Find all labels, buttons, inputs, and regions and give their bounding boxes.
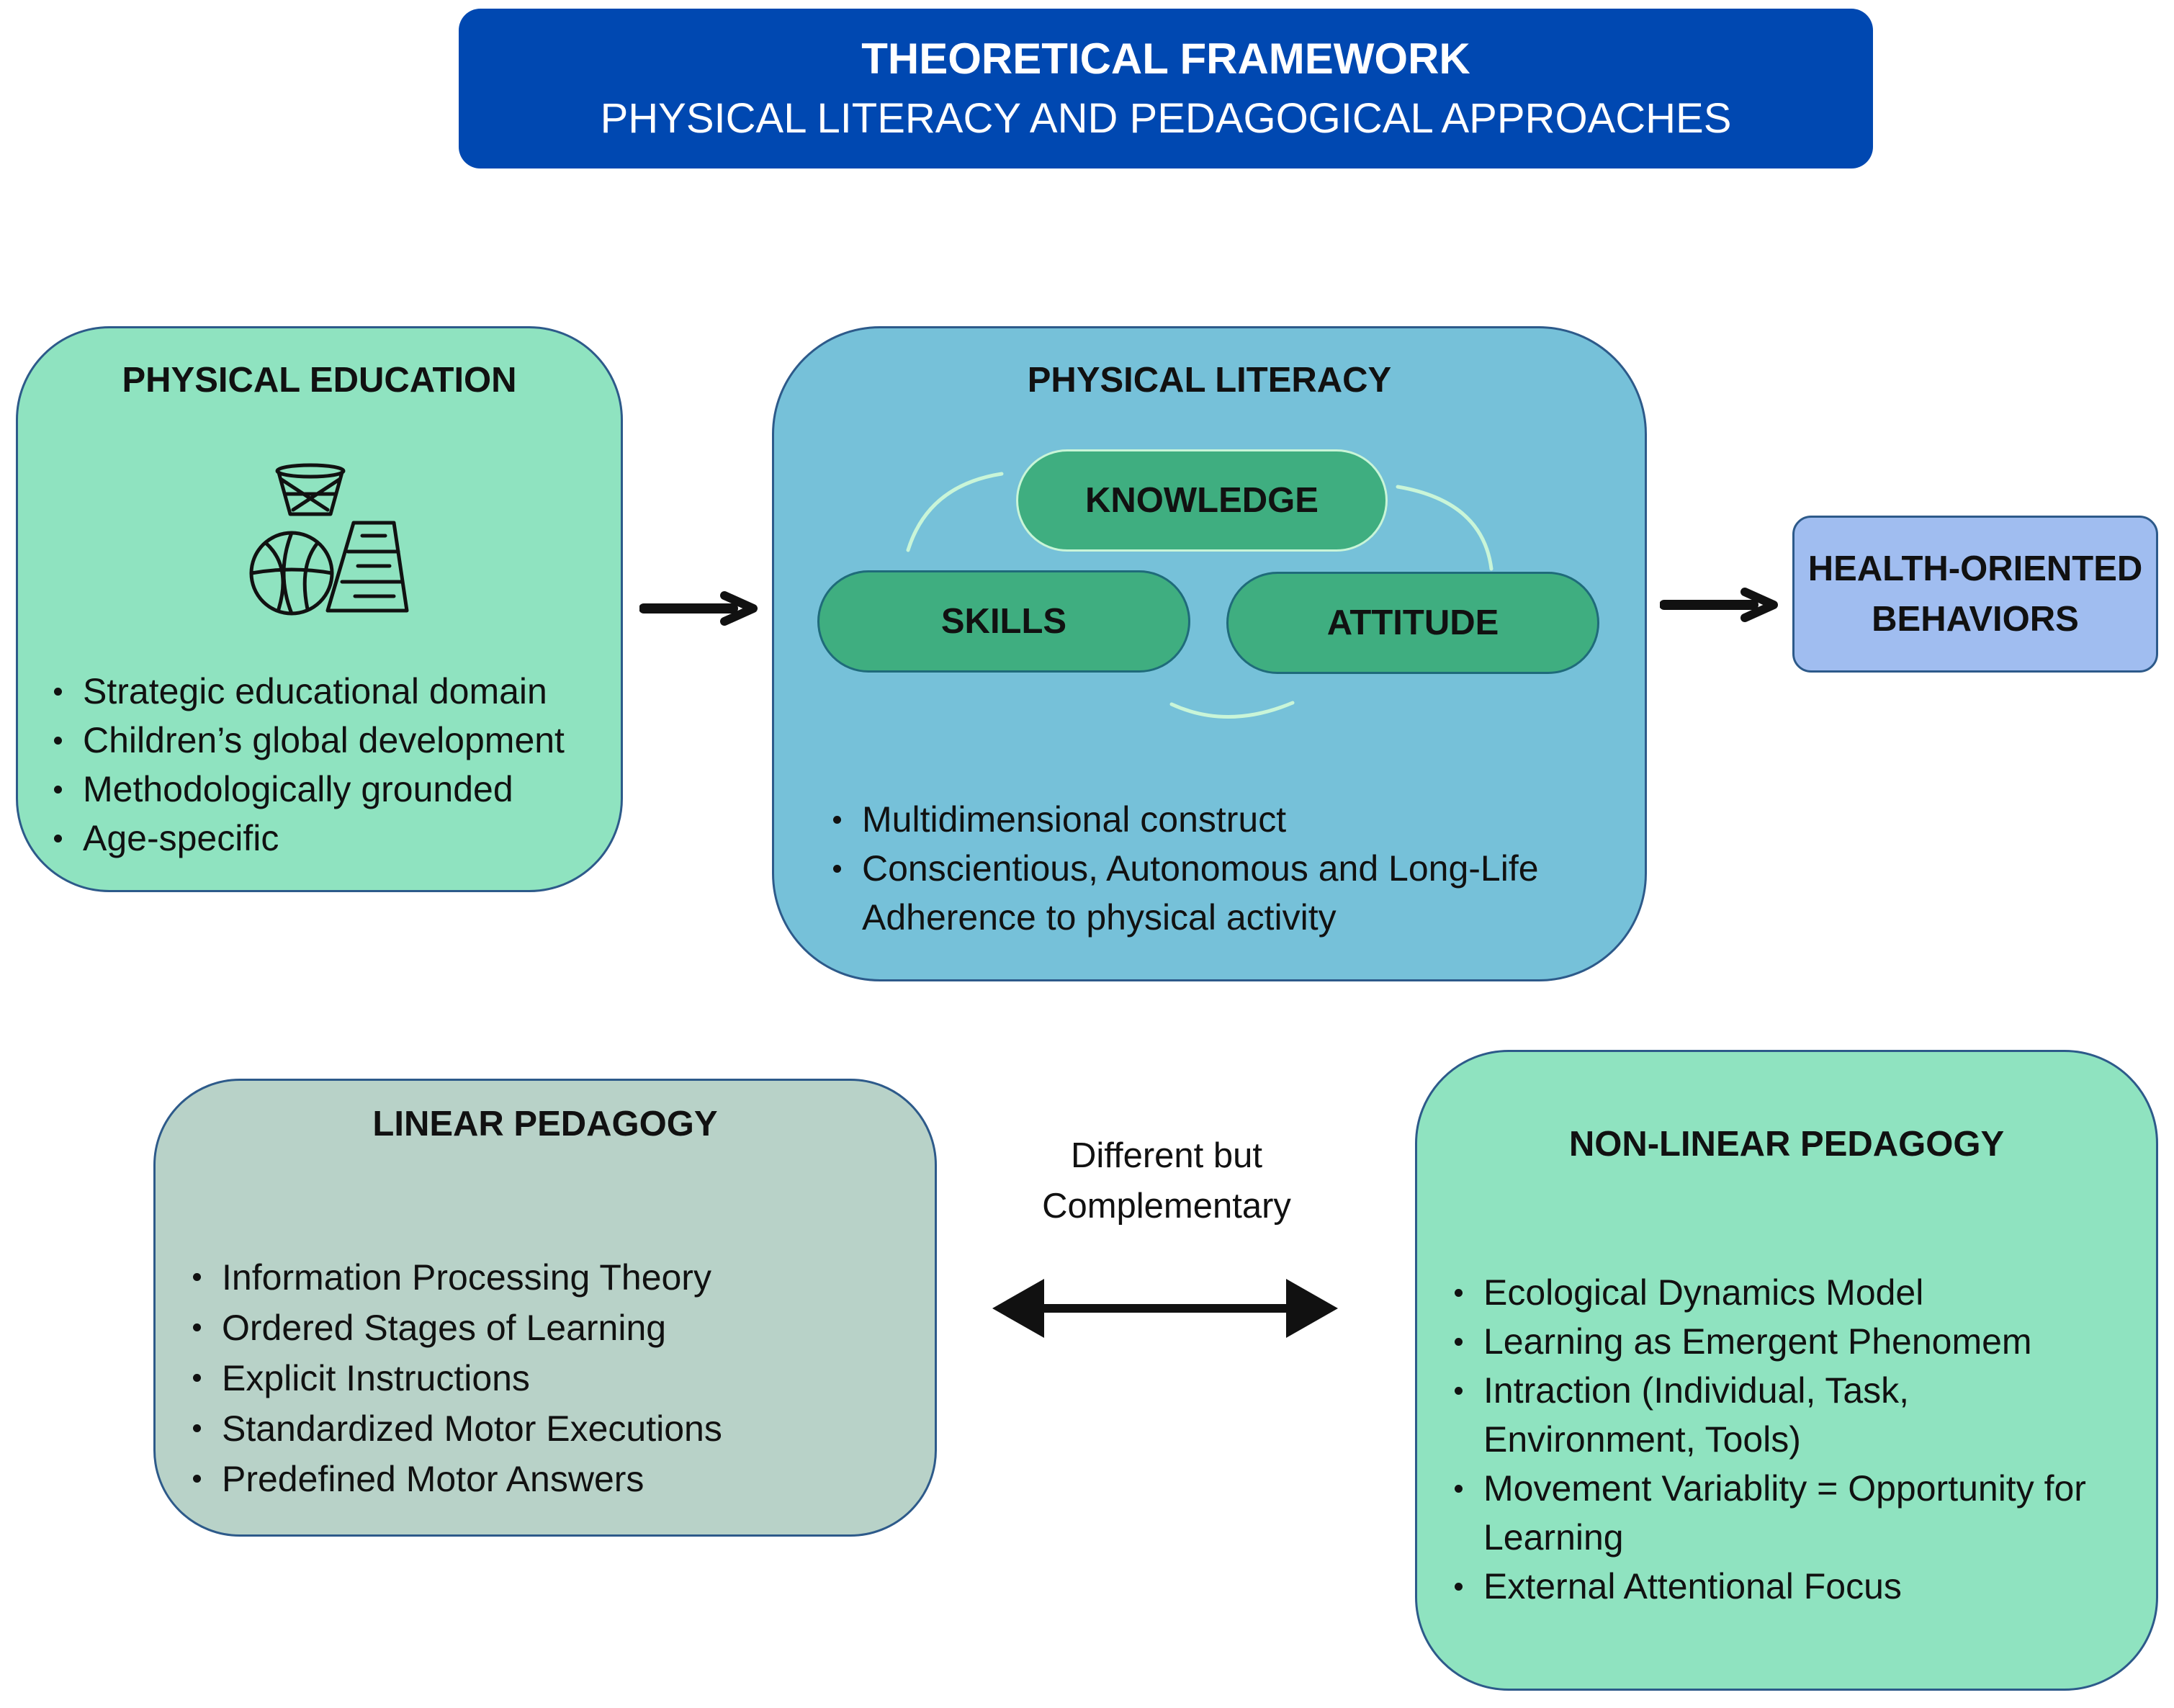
physical-literacy-box: PHYSICAL LITERACY KNOWLEDGE SKILLS ATTIT…	[772, 326, 1647, 981]
list-item: Information Processing Theory	[189, 1252, 722, 1303]
non-linear-pedagogy-list: Ecological Dynamics Model Learning as Em…	[1450, 1268, 2142, 1611]
list-item: Explicit Instructions	[189, 1353, 722, 1403]
physical-literacy-title: PHYSICAL LITERACY	[1027, 361, 1392, 400]
list-item: Movement Variablity = Opportunity for Le…	[1450, 1464, 2142, 1562]
physical-literacy-list: Multidimensional construct Conscientious…	[829, 795, 1614, 942]
skills-pill: SKILLS	[817, 570, 1190, 673]
list-item: Learning as Emergent Phenomem	[1450, 1317, 2142, 1366]
attitude-label: ATTITUDE	[1326, 603, 1499, 642]
non-linear-pedagogy-title: NON-LINEAR PEDAGOGY	[1568, 1125, 2005, 1164]
double-arrow	[992, 1279, 1338, 1338]
list-item: Standardized Motor Executions	[189, 1403, 722, 1454]
list-item: Age-specific	[50, 814, 565, 863]
list-item: Predefined Motor Answers	[189, 1454, 722, 1504]
linear-pedagogy-list: Information Processing Theory Ordered St…	[189, 1252, 722, 1504]
diagram-title: THEORETICAL FRAMEWORK	[861, 35, 1470, 83]
health-oriented-line1: HEALTH-ORIENTED	[1807, 549, 2143, 588]
attitude-pill: ATTITUDE	[1226, 572, 1599, 674]
title-banner: THEORETICAL FRAMEWORK PHYSICAL LITERACY …	[459, 9, 1873, 168]
health-oriented-line2: BEHAVIORS	[1872, 600, 2079, 639]
list-item: External Attentional Focus	[1450, 1562, 2142, 1611]
linear-pedagogy-title: LINEAR PEDAGOGY	[372, 1105, 718, 1143]
list-item: Conscientious, Autonomous and Long-Life …	[829, 844, 1614, 942]
physical-education-box: PHYSICAL EDUCATION Strategic educational…	[16, 326, 623, 892]
list-item: Ordered Stages of Learning	[189, 1303, 722, 1353]
physical-education-title: PHYSICAL EDUCATION	[122, 361, 517, 400]
health-oriented-behaviors-title: HEALTH-ORIENTED BEHAVIORS	[1795, 544, 2156, 644]
basketball-hoop-icon	[249, 463, 409, 616]
list-item: Multidimensional construct	[829, 795, 1614, 844]
list-item: Methodologically grounded	[50, 765, 565, 814]
list-item: Strategic educational domain	[50, 667, 565, 716]
arrow-pl-to-health	[1660, 588, 1778, 622]
relation-line2: Complementary	[1042, 1187, 1291, 1226]
knowledge-pill: KNOWLEDGE	[1016, 449, 1388, 552]
list-item: Children’s global development	[50, 716, 565, 765]
knowledge-label: KNOWLEDGE	[1085, 481, 1319, 520]
arrow-pe-to-pl	[639, 591, 758, 626]
list-item: Intraction (Individual, Task, Environmen…	[1450, 1366, 1987, 1464]
physical-education-list: Strategic educational domain Children’s …	[50, 667, 565, 863]
list-item: Ecological Dynamics Model	[1450, 1268, 2142, 1317]
diagram-subtitle: PHYSICAL LITERACY AND PEDAGOGICAL APPROA…	[600, 95, 1732, 142]
linear-pedagogy-box: LINEAR PEDAGOGY Information Processing T…	[153, 1079, 937, 1537]
health-oriented-behaviors-box: HEALTH-ORIENTED BEHAVIORS	[1792, 516, 2158, 673]
relation-label: Different but Complementary	[994, 1131, 1339, 1231]
non-linear-pedagogy-box: NON-LINEAR PEDAGOGY Ecological Dynamics …	[1415, 1050, 2158, 1691]
cycle-arcs	[906, 472, 1493, 719]
skills-label: SKILLS	[940, 602, 1067, 641]
relation-line1: Different but	[1070, 1136, 1263, 1175]
